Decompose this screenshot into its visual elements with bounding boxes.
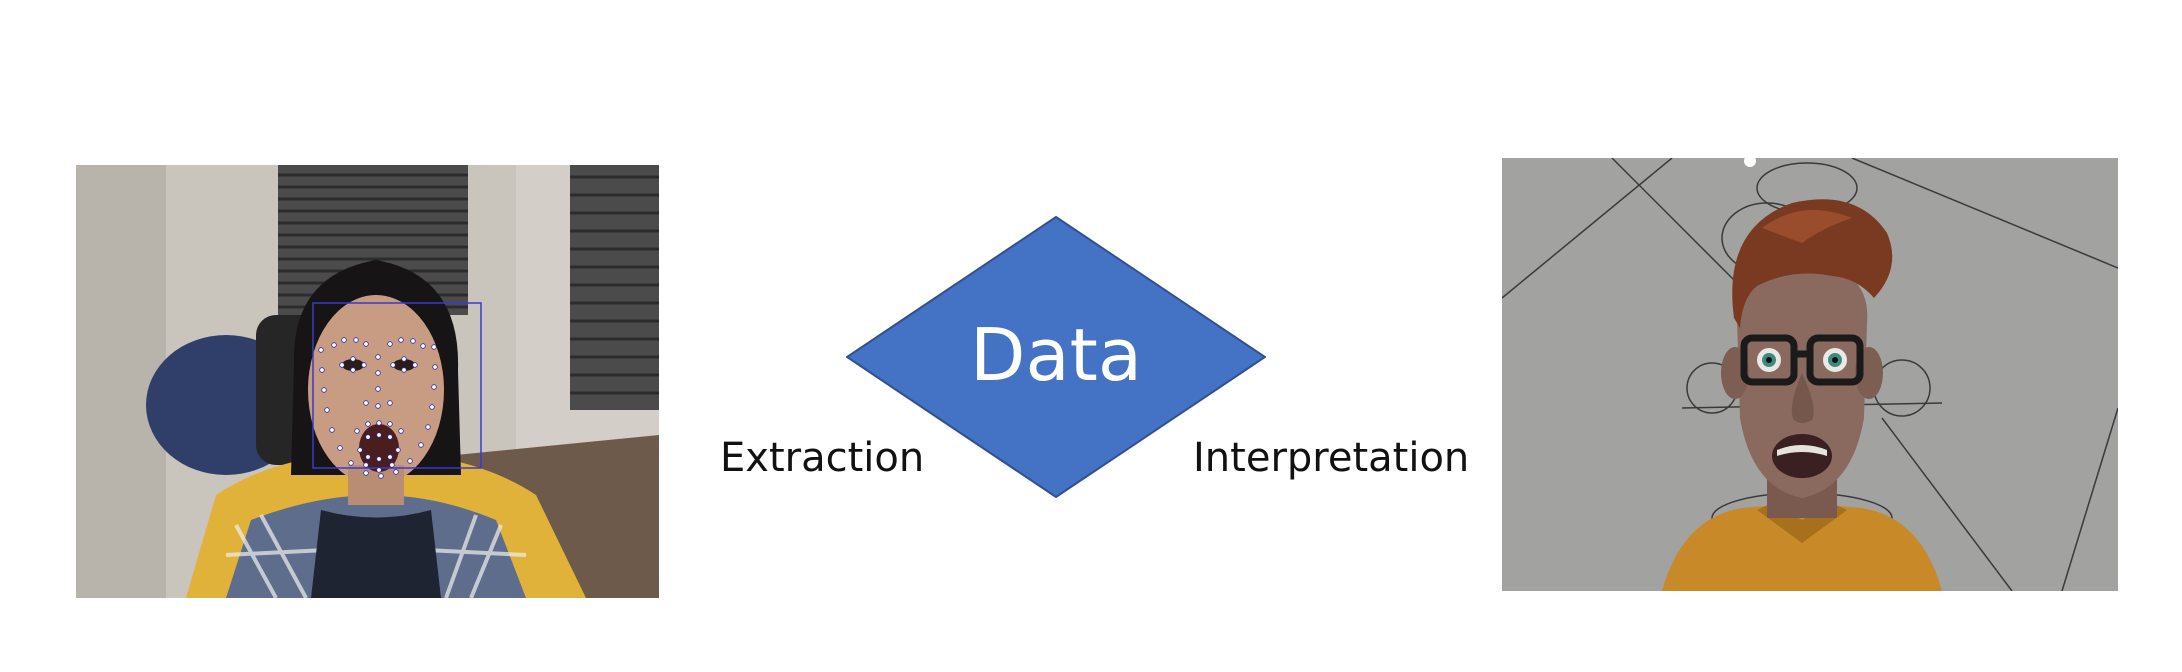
interpretation-label: Interpretation (1193, 435, 1470, 481)
data-node-label: Data (970, 313, 1142, 397)
animated-character-rig-image (1502, 158, 2118, 591)
data-decision-node: Data (846, 216, 1266, 498)
extraction-label: Extraction (720, 435, 925, 481)
webcam-face-tracking-image (76, 165, 659, 598)
diamond-shape (846, 216, 1266, 498)
